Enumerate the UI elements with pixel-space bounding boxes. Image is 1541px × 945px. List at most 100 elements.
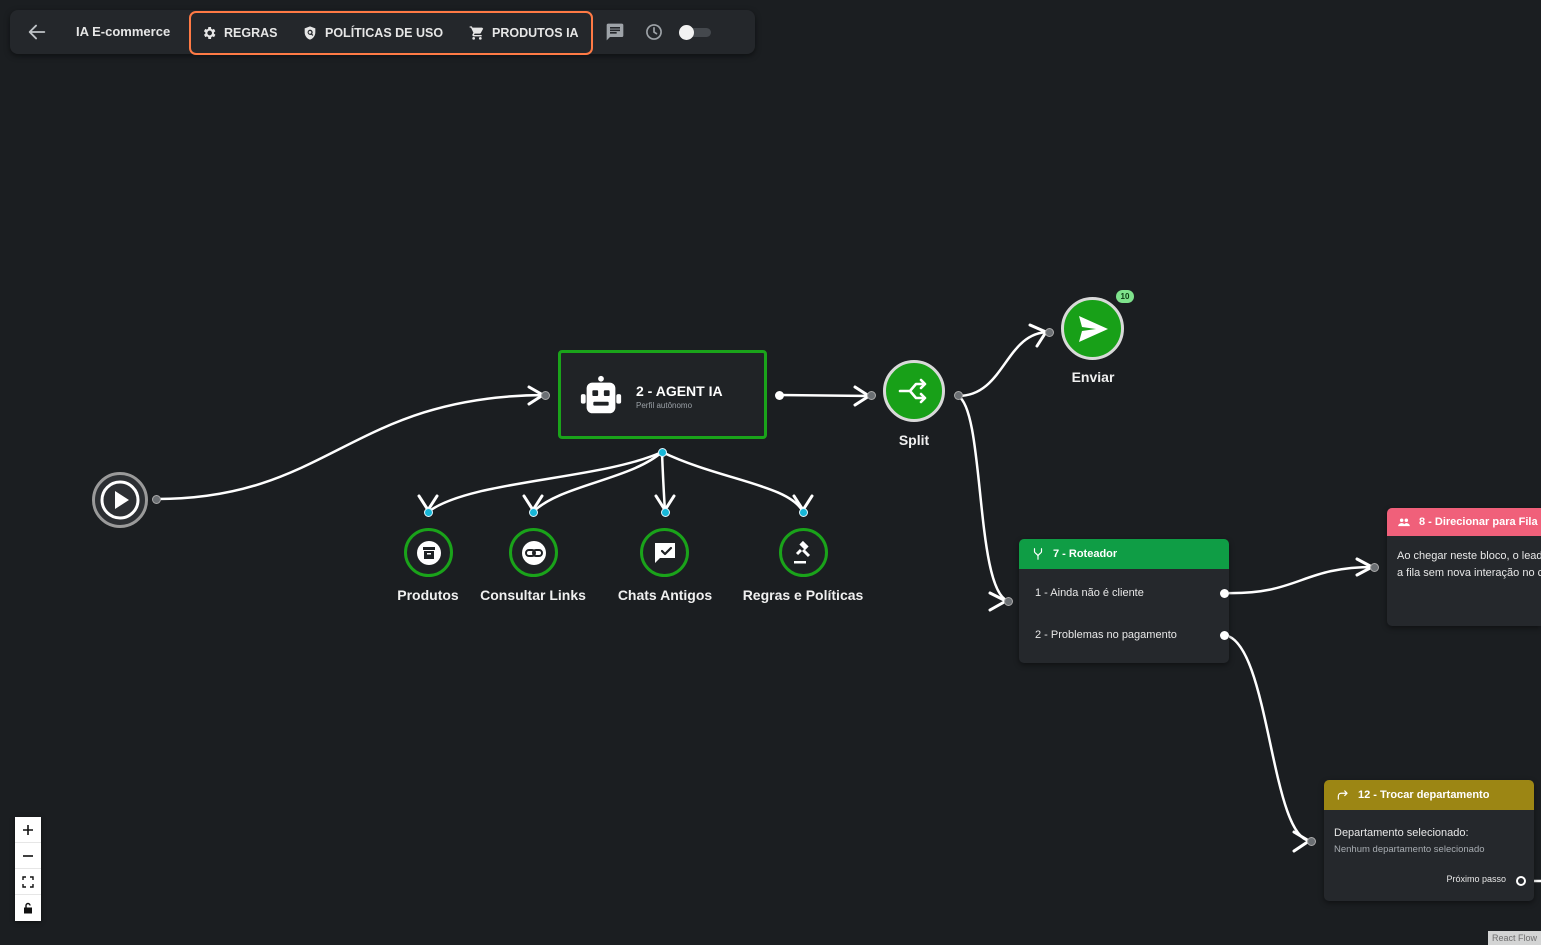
roteador-title: 7 - Roteador bbox=[1053, 548, 1118, 560]
edge-roteador-fila bbox=[1222, 565, 1376, 595]
edge-agent-split bbox=[777, 393, 873, 398]
agent-input-handle[interactable] bbox=[541, 391, 550, 400]
edge-agent-tool-4 bbox=[660, 450, 805, 514]
group-icon bbox=[1398, 518, 1410, 527]
politicas-button[interactable]: POLÍTICAS DE USO bbox=[302, 25, 443, 41]
enviar-input-handle[interactable] bbox=[1045, 328, 1054, 337]
agent-tools-handle[interactable] bbox=[658, 448, 667, 457]
forward-arrow-icon bbox=[1337, 790, 1348, 800]
back-arrow-icon[interactable] bbox=[26, 21, 48, 43]
fila-header: 8 - Direcionar para Fila bbox=[1387, 508, 1541, 536]
top-toolbar: IA E-commerce REGRAS POLÍTICAS DE USO PR… bbox=[10, 10, 755, 55]
roteador-route-2: 2 - Problemas no pagamento bbox=[1035, 629, 1177, 641]
fila-node[interactable]: 8 - Direcionar para Fila Ao chegar neste… bbox=[1387, 508, 1541, 626]
chat-check-icon bbox=[654, 542, 675, 563]
activation-toggle[interactable] bbox=[679, 25, 713, 40]
agent-ia-node[interactable]: 2 - AGENT IA Perfil autônomo bbox=[558, 350, 767, 439]
tool-handle-chats[interactable] bbox=[661, 508, 670, 517]
fila-title: 8 - Direcionar para Fila bbox=[1419, 516, 1538, 528]
roteador-input-handle[interactable] bbox=[1004, 597, 1013, 606]
edge-agent-tool-3 bbox=[660, 450, 667, 514]
edge-start-agent bbox=[155, 393, 547, 501]
archive-icon bbox=[416, 540, 441, 565]
start-output-handle[interactable] bbox=[152, 495, 161, 504]
split-label: Split bbox=[898, 432, 930, 448]
agent-output-handle[interactable] bbox=[775, 391, 784, 400]
regras-label: REGRAS bbox=[224, 26, 278, 40]
trocar-departamento-node[interactable]: 12 - Trocar departamento Departamento se… bbox=[1324, 780, 1534, 901]
tool-handle-links[interactable] bbox=[529, 508, 538, 517]
fit-view-button[interactable] bbox=[15, 869, 41, 895]
regras-button[interactable]: REGRAS bbox=[201, 25, 277, 41]
departamento-selected-value: Nenhum departamento selecionado bbox=[1334, 844, 1485, 855]
tool-node-regras-politicas[interactable] bbox=[779, 528, 828, 577]
tool-label-regras: Regras e Políticas bbox=[742, 587, 864, 603]
zoom-out-button[interactable] bbox=[15, 843, 41, 869]
zoom-in-button[interactable] bbox=[15, 817, 41, 843]
lock-icon bbox=[24, 902, 32, 914]
fila-description: Ao chegar neste bloco, o lead será direc… bbox=[1397, 550, 1541, 579]
react-flow-attribution[interactable]: React Flow bbox=[1487, 931, 1541, 945]
split-input-handle[interactable] bbox=[867, 391, 876, 400]
arrow-enviar-in bbox=[1028, 323, 1048, 348]
tool-label-links: Consultar Links bbox=[480, 587, 586, 603]
link-icon bbox=[521, 540, 546, 565]
play-icon bbox=[100, 480, 140, 520]
shield-icon bbox=[304, 26, 316, 40]
produtos-ia-button[interactable]: PRODUTOS IA bbox=[469, 25, 579, 41]
agent-subtitle: Perfil autônomo bbox=[636, 401, 693, 410]
tool-handle-produtos[interactable] bbox=[424, 508, 433, 517]
roteador-route-1-handle[interactable] bbox=[1220, 589, 1229, 598]
departamento-header: 12 - Trocar departamento bbox=[1324, 780, 1534, 810]
roteador-node[interactable]: 7 - Roteador 1 - Ainda não é cliente 2 -… bbox=[1019, 539, 1229, 663]
clock-icon[interactable] bbox=[644, 22, 664, 42]
enviar-label: Enviar bbox=[1071, 369, 1115, 385]
flow-title: IA E-commerce bbox=[76, 24, 171, 39]
enviar-node[interactable] bbox=[1061, 297, 1124, 360]
edge-agent-tool-1 bbox=[426, 450, 664, 514]
proximo-passo-handle[interactable] bbox=[1516, 876, 1526, 886]
roteador-route-2-handle[interactable] bbox=[1220, 631, 1229, 640]
start-node[interactable] bbox=[92, 472, 148, 528]
gavel-icon bbox=[793, 540, 810, 563]
tool-label-produtos: Produtos bbox=[397, 587, 459, 603]
fit-view-icon bbox=[22, 875, 34, 888]
departamento-input-handle[interactable] bbox=[1307, 837, 1316, 846]
agent-title: 2 - AGENT IA bbox=[636, 383, 723, 399]
zoom-controls bbox=[15, 817, 41, 921]
toggle-knob bbox=[679, 25, 694, 40]
roteador-header: 7 - Roteador bbox=[1019, 539, 1229, 569]
edge-roteador-departamento bbox=[1222, 633, 1313, 843]
edge-agent-tool-2 bbox=[531, 450, 664, 514]
tool-label-chats: Chats Antigos bbox=[617, 587, 713, 603]
lock-button[interactable] bbox=[15, 895, 41, 921]
send-icon bbox=[1078, 315, 1108, 342]
edge-split-roteador bbox=[956, 394, 1010, 603]
roteador-route-1: 1 - Ainda não é cliente bbox=[1035, 587, 1144, 599]
departamento-selected-label: Departamento selecionado: bbox=[1334, 827, 1469, 839]
proximo-passo-label: Próximo passo bbox=[1446, 874, 1506, 884]
minus-icon bbox=[23, 854, 33, 857]
split-icon bbox=[898, 378, 927, 404]
politicas-label: POLÍTICAS DE USO bbox=[325, 26, 444, 40]
split-output-handle[interactable] bbox=[954, 391, 963, 400]
tool-node-produtos[interactable] bbox=[404, 528, 453, 577]
departamento-title: 12 - Trocar departamento bbox=[1358, 789, 1490, 801]
tool-node-consultar-links[interactable] bbox=[509, 528, 558, 577]
robot-icon bbox=[580, 375, 622, 414]
cart-icon bbox=[469, 26, 484, 40]
fila-input-handle[interactable] bbox=[1370, 563, 1379, 572]
fork-icon bbox=[1033, 548, 1043, 560]
edge-split-enviar bbox=[956, 330, 1051, 398]
tool-handle-regras[interactable] bbox=[799, 508, 808, 517]
split-node[interactable] bbox=[883, 360, 945, 422]
enviar-count-badge: 10 bbox=[1116, 290, 1134, 303]
comment-icon[interactable] bbox=[605, 22, 625, 42]
toggle-track bbox=[683, 28, 711, 37]
gear-icon bbox=[203, 27, 216, 39]
toolbar-highlight-group: REGRAS POLÍTICAS DE USO PRODUTOS IA bbox=[189, 11, 593, 55]
produtos-ia-label: PRODUTOS IA bbox=[492, 26, 579, 40]
plus-icon bbox=[23, 824, 33, 835]
tool-node-chats-antigos[interactable] bbox=[640, 528, 689, 577]
